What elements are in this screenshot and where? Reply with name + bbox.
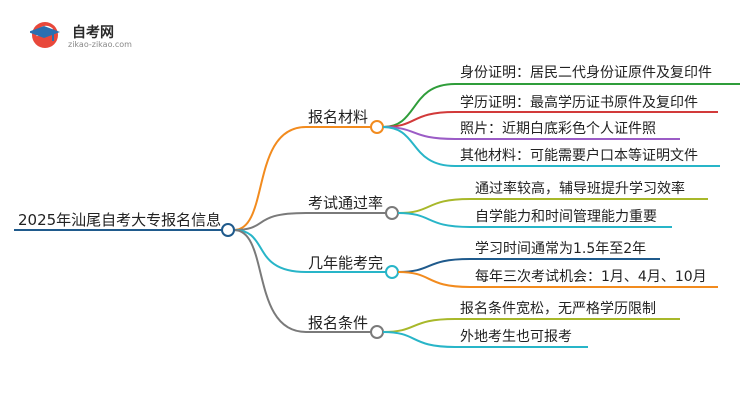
leaf-label: 报名条件宽松，无严格学历限制 [460, 301, 656, 317]
leaf-label: 每年三次考试机会：1月、4月、10月 [475, 269, 707, 285]
root-node-circle [221, 223, 235, 237]
leaf-label: 通过率较高，辅导班提升学习效率 [475, 181, 685, 197]
branch-label-pass-rate: 考试通过率 [308, 194, 384, 212]
branch-connector [233, 212, 307, 231]
branch-label-duration: 几年能考完 [308, 254, 384, 272]
leaf-label: 学习时间通常为1.5年至2年 [475, 241, 647, 257]
leaf-connector [397, 198, 471, 214]
leaf-label: 自学能力和时间管理能力重要 [475, 209, 657, 225]
branch-node-circle [385, 206, 399, 220]
leaf-connector [382, 83, 456, 128]
branch-label-conditions: 报名条件 [308, 314, 369, 332]
leaf-connector [397, 271, 471, 288]
leaf-label: 学历证明：最高学历证书原件及复印件 [460, 95, 698, 111]
branch-connector [233, 229, 307, 273]
leaf-connector [382, 331, 456, 348]
leaf-connector [382, 318, 456, 333]
branch-connector [233, 229, 307, 333]
branch-node-circle [370, 120, 384, 134]
branch-label-materials: 报名材料 [308, 108, 369, 126]
graduation-cap-icon [30, 22, 60, 48]
leaf-label: 照片：近期白底彩色个人证件照 [460, 121, 656, 137]
branch-connector [233, 126, 307, 231]
leaf-label: 外地考生也可报考 [460, 329, 572, 345]
branch-node-circle [385, 265, 399, 279]
leaf-connector [382, 126, 456, 167]
site-logo[interactable]: 自考网 zikao-zikao.com [30, 18, 150, 52]
root-node-label: 2025年汕尾自考大专报名信息 [18, 211, 222, 229]
logo-name: 自考网 [72, 25, 114, 41]
branch-node-circle [370, 325, 384, 339]
leaf-connector [397, 258, 471, 273]
leaf-label: 其他材料：可能需要户口本等证明文件 [460, 148, 698, 164]
leaf-label: 身份证明：居民二代身份证原件及复印件 [460, 65, 712, 81]
leaf-connector [397, 212, 471, 228]
logo-url: zikao-zikao.com [68, 40, 132, 49]
